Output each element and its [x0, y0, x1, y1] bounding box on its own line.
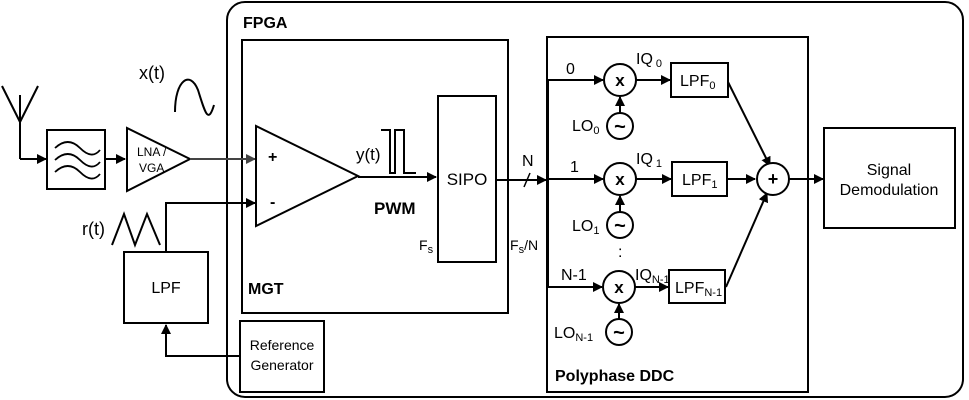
lna-vga-amplifier: LNA / VGA [126, 126, 193, 193]
lpf-n-1 [668, 269, 726, 304]
pwm-label: PWM [374, 199, 416, 218]
svg-text:SIPO: SIPO [447, 170, 488, 189]
svg-text:x: x [615, 170, 625, 189]
lpf-0 [670, 62, 729, 98]
svg-text:LO0: LO0 [572, 118, 599, 137]
sipo-output-rate: Fs/N [510, 237, 538, 256]
mgt-container [241, 39, 509, 314]
summer: + [756, 162, 790, 196]
svg-text:x: x [615, 71, 625, 90]
fpga-label: FPGA [243, 15, 288, 32]
svg-text:Signal: Signal [867, 162, 911, 179]
svg-text:Generator: Generator [250, 357, 313, 373]
svg-text:-: - [270, 194, 275, 211]
svg-text:+: + [768, 169, 779, 189]
svg-text:LNA /: LNA / [137, 145, 167, 159]
sipo-input-rate: Fs [419, 237, 434, 256]
bus-width-label: N [522, 153, 534, 170]
filter-waves-icon [54, 141, 101, 180]
svg-text:LPF0: LPF0 [680, 73, 715, 92]
svg-text:VGA: VGA [139, 161, 164, 175]
svg-text:1: 1 [570, 159, 579, 176]
svg-text:+: + [268, 149, 277, 166]
lpf-block: LPF [123, 251, 209, 324]
fpga-container [226, 1, 964, 398]
svg-text:~: ~ [614, 116, 626, 138]
bus-slash [523, 172, 531, 188]
ref-signal-label: r(t) [82, 219, 105, 239]
signal-demodulation-block: Signal Demodulation [823, 127, 956, 229]
svg-text:LPF1: LPF1 [682, 172, 717, 191]
svg-text:Demodulation: Demodulation [840, 182, 939, 199]
svg-text:IQ1: IQ1 [636, 151, 662, 170]
svg-text:LON-1: LON-1 [554, 325, 593, 344]
svg-text:Reference: Reference [250, 337, 315, 353]
svg-text:IQN-1: IQN-1 [635, 267, 670, 286]
antenna-icon [1, 85, 47, 164]
svg-text:LPFN-1: LPFN-1 [675, 280, 722, 299]
triangle-wave-icon [111, 211, 161, 248]
comparator: + - [255, 124, 361, 228]
mgt-label: MGT [248, 281, 284, 298]
ddc-label: Polyphase DDC [555, 368, 675, 385]
svg-text:x: x [614, 278, 624, 297]
svg-text:~: ~ [614, 215, 626, 237]
branch-ellipsis: : [618, 244, 622, 261]
pulse-wave-icon [381, 129, 416, 174]
sine-wave-icon [174, 78, 215, 116]
reference-generator: Reference Generator [239, 320, 325, 393]
sipo-block: SIPO [437, 95, 497, 263]
svg-text:LO1: LO1 [572, 218, 599, 237]
pwm-signal-label: y(t) [356, 145, 381, 164]
svg-text:IQ0: IQ0 [636, 51, 662, 70]
input-signal-label: x(t) [139, 63, 165, 83]
svg-text:0: 0 [566, 61, 575, 78]
ddc-branch-n-1: N-1 x ~ LON-1 IQN-1 LPFN-1 [548, 192, 768, 346]
svg-text:~: ~ [613, 322, 625, 344]
bandpass-filter [46, 129, 106, 190]
svg-text:LPF: LPF [151, 280, 181, 297]
svg-text:N-1: N-1 [561, 267, 587, 284]
